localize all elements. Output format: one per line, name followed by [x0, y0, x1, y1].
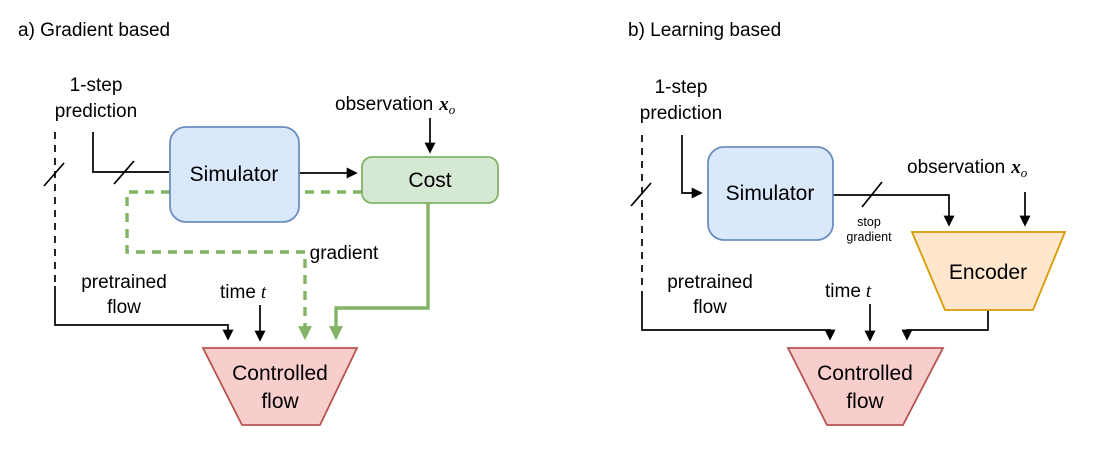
stop-gradient-label-line2: gradient	[846, 230, 892, 244]
pretrained-flow-edge	[54, 286, 234, 341]
observation-var: x	[438, 94, 449, 115]
gradient-label: gradient	[310, 243, 379, 264]
encoder-node	[910, 231, 1067, 311]
one-step-label-line2: prediction	[55, 101, 137, 122]
cost-to-controlled-edge	[329, 203, 430, 341]
stop-gradient-tick-icon	[43, 162, 65, 187]
pretrained-flow-label-line1: pretrained	[667, 272, 753, 293]
one-step-label-line1: 1-step	[70, 75, 123, 96]
simulator-node	[169, 126, 300, 223]
observation-subscript: o	[449, 102, 456, 117]
one-step-label-line2: prediction	[640, 103, 722, 124]
controlled-flow-label-line2: flow	[846, 390, 884, 413]
pretrained-flow-label-line2: flow	[107, 297, 141, 318]
time-text: time	[220, 282, 256, 303]
panel-a-title: a) Gradient based	[18, 20, 170, 41]
one-step-label-line1: 1-step	[655, 77, 708, 98]
observation-var: x	[1010, 157, 1021, 178]
prediction-to-simulator-edge	[92, 132, 169, 173]
time-var: t	[261, 282, 267, 303]
simulator-to-encoder-edge	[833, 194, 955, 227]
cost-label: Cost	[408, 169, 451, 192]
controlled-flow-label-line1: Controlled	[817, 362, 913, 385]
simulator-node	[707, 146, 834, 241]
stop-gradient-label-line1: stop	[857, 215, 881, 229]
pretrained-flow-edge	[641, 298, 836, 341]
panel-a: a) Gradient based Simulator Cost Control…	[18, 20, 499, 426]
prediction-to-simulator-edge	[681, 135, 703, 199]
pretrained-flow-label-line2: flow	[693, 297, 727, 318]
controlled-flow-label-line1: Controlled	[232, 362, 328, 385]
stop-gradient-tick-icon	[630, 182, 652, 207]
panel-b: b) Learning based Simulator Encoder Cont…	[628, 20, 1067, 426]
cost-node	[361, 156, 499, 204]
panel-b-title: b) Learning based	[628, 20, 781, 41]
simulator-label: Simulator	[190, 163, 279, 186]
observation-text: observation	[907, 157, 1005, 178]
controlled-flow-label-line2: flow	[261, 390, 299, 413]
simulator-label: Simulator	[726, 182, 815, 205]
encoder-label: Encoder	[949, 261, 1027, 284]
controlled-flow-node	[786, 347, 945, 426]
pretrained-flow-label-line1: pretrained	[81, 272, 167, 293]
observation-subscript: o	[1021, 165, 1028, 180]
stop-gradient-tick-icon	[861, 181, 883, 208]
stop-gradient-tick-icon	[113, 160, 135, 185]
observation-text: observation	[335, 94, 433, 115]
controlled-flow-node	[201, 347, 359, 426]
time-var: t	[866, 281, 872, 302]
time-text: time	[825, 281, 861, 302]
gradient-dashed-edge	[125, 190, 362, 341]
encoder-to-controlled-edge	[901, 310, 989, 341]
